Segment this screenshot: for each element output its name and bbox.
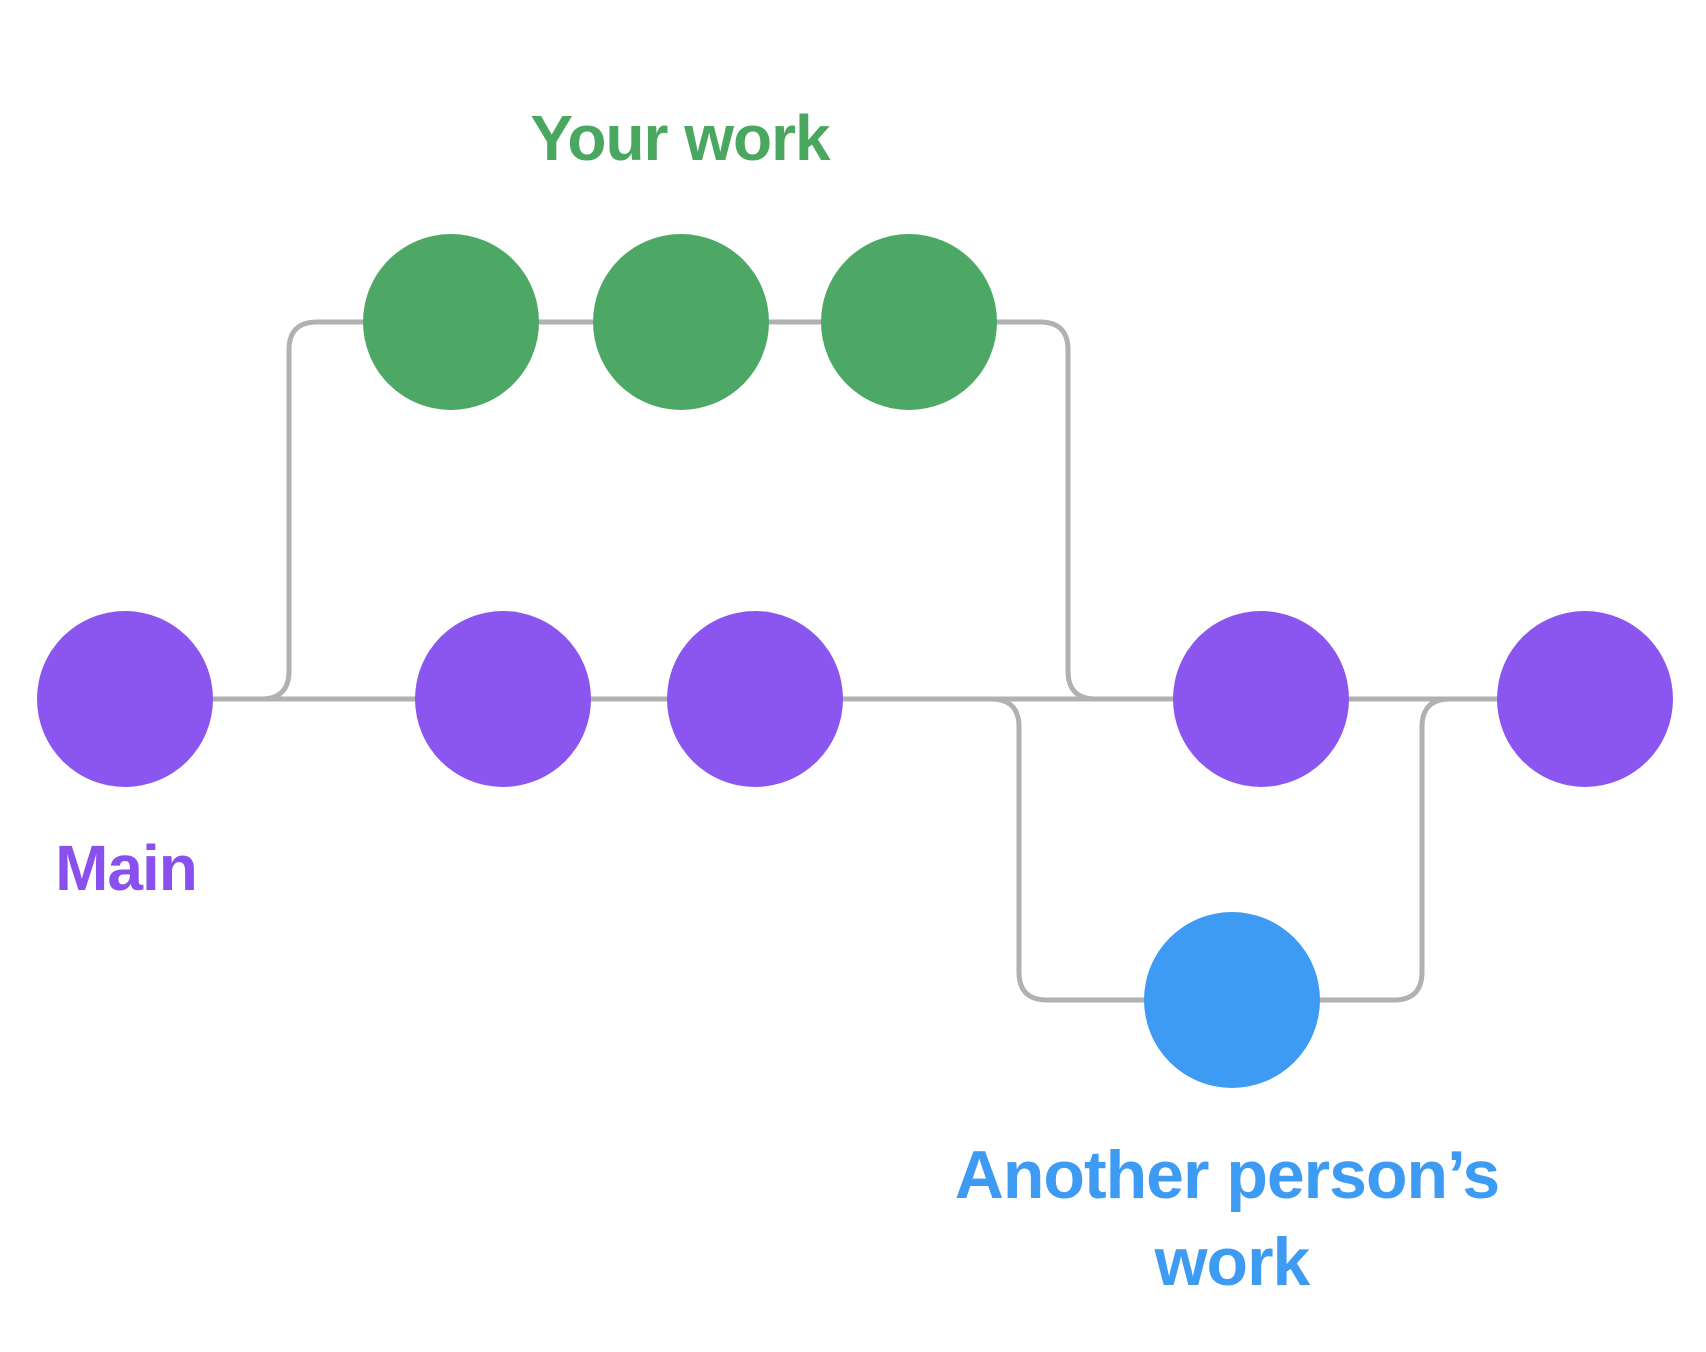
another-person-branch-label-line2: work	[1154, 1224, 1311, 1300]
commit-node-your-work-1	[363, 234, 539, 410]
commit-node-layer	[37, 234, 1673, 1088]
commit-node-another-person-1	[1144, 912, 1320, 1088]
commit-node-main-5	[1497, 611, 1673, 787]
connector-layer	[122, 319, 1588, 1003]
another-person-branch-label-line1: Another person’s	[955, 1137, 1499, 1213]
commit-node-main-4	[1173, 611, 1349, 787]
commit-node-main-2	[415, 611, 591, 787]
commit-node-your-work-2	[593, 234, 769, 410]
your-work-branch-label: Your work	[530, 102, 831, 174]
main-branch-label: Main	[55, 832, 197, 904]
commit-node-main-3	[667, 611, 843, 787]
commit-node-your-work-3	[821, 234, 997, 410]
commit-node-main-1	[37, 611, 213, 787]
